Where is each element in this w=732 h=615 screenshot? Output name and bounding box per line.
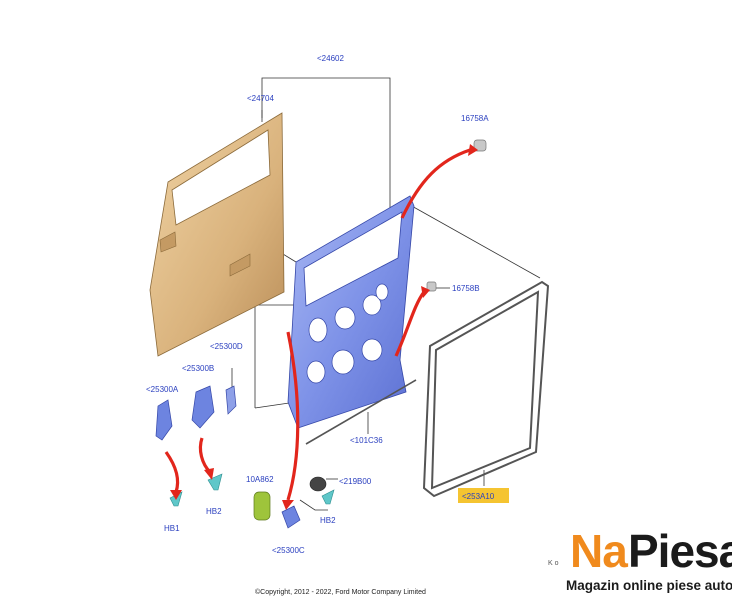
pin-part (309, 476, 327, 492)
hinge-d-part (225, 385, 237, 415)
callout-weatherstrip: <101C36 (350, 436, 383, 445)
callout-inner-panel: <24602 (317, 54, 344, 63)
brand-tagline: Magazin online piese auto (566, 578, 732, 593)
fastener-hb2-right (321, 489, 335, 505)
callout-seal: <253A10 (462, 492, 495, 501)
callout-hb2-left: HB2 (206, 507, 222, 516)
door-seal-part (422, 280, 550, 498)
arrow-heads (170, 144, 478, 510)
brand-ghost-text: K o (548, 560, 559, 567)
callout-pin: <219B00 (339, 477, 372, 486)
inner-door-panel (287, 195, 415, 429)
seal-highlight (458, 488, 509, 503)
callout-hinge-b: <25300B (182, 364, 214, 373)
bumper-mid-part (426, 281, 437, 292)
grease-tube-part (253, 491, 271, 521)
callout-bumper-top: 16758A (461, 114, 489, 123)
copyright-text: ©Copyright, 2012 - 2022, Ford Motor Comp… (255, 589, 426, 596)
weatherstrip-part (305, 379, 417, 445)
callout-hb2-right: HB2 (320, 516, 336, 525)
callout-hinge-d: <25300D (210, 342, 243, 351)
hinge-b-part (191, 385, 215, 429)
hinge-c-part (281, 505, 301, 529)
hinge-a-part (155, 399, 173, 441)
fastener-hb2-left (207, 473, 223, 491)
outer-door-panel (149, 112, 285, 357)
bumper-top-part (473, 139, 487, 152)
callout-bumper-mid: 16758B (452, 284, 480, 293)
callout-grease: 10A862 (246, 475, 274, 484)
callout-hinge-a: <25300A (146, 385, 179, 394)
callout-hb1: HB1 (164, 524, 180, 533)
callout-outer-panel: <24704 (247, 94, 274, 103)
brand-name-piesa: Piesa (628, 525, 732, 577)
brand-name-na: Na (570, 525, 628, 577)
callout-hinge-c: <25300C (272, 546, 305, 555)
brand-logo: Na Piesa Magazin online piese auto (566, 518, 732, 610)
